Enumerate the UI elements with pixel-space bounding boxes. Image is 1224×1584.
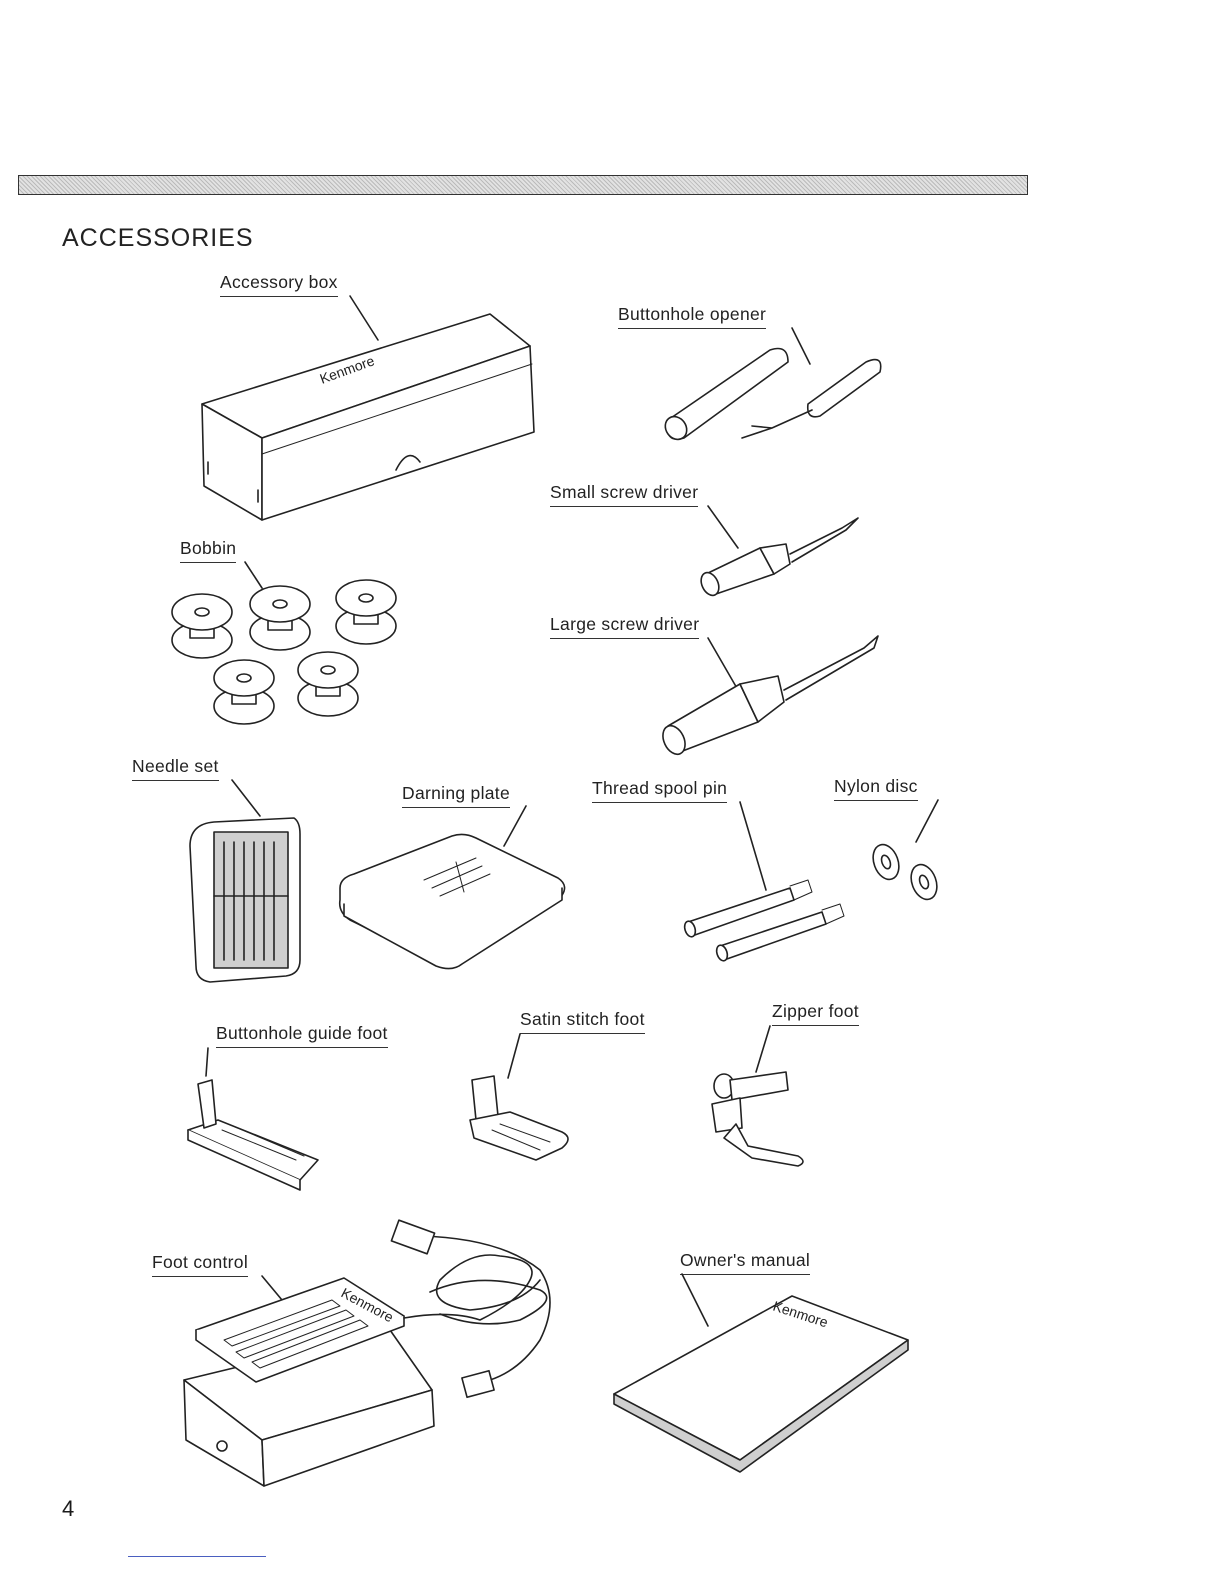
zipper-foot — [712, 1072, 803, 1166]
bobbin — [250, 586, 310, 650]
page-number: 4 — [62, 1496, 74, 1522]
footer-rule — [128, 1556, 266, 1557]
bobbin — [336, 580, 396, 644]
owners-manual: Kenmore — [614, 1296, 908, 1472]
bobbin-group — [172, 580, 396, 724]
bobbin — [298, 652, 358, 716]
nylon-disc — [869, 841, 942, 903]
bobbin — [172, 594, 232, 658]
darning-plate — [340, 834, 565, 968]
buttonhole-opener — [661, 349, 881, 444]
buttonhole-guide-foot — [188, 1080, 318, 1190]
large-screw-driver — [659, 636, 878, 758]
needle-set — [190, 818, 300, 982]
foot-control: Kenmore — [184, 1220, 550, 1486]
satin-stitch-foot — [470, 1076, 568, 1160]
accessory-box: Kenmore — [202, 314, 534, 520]
thread-spool-pin — [683, 880, 844, 962]
bobbin — [214, 660, 274, 724]
small-screw-driver — [698, 518, 858, 598]
